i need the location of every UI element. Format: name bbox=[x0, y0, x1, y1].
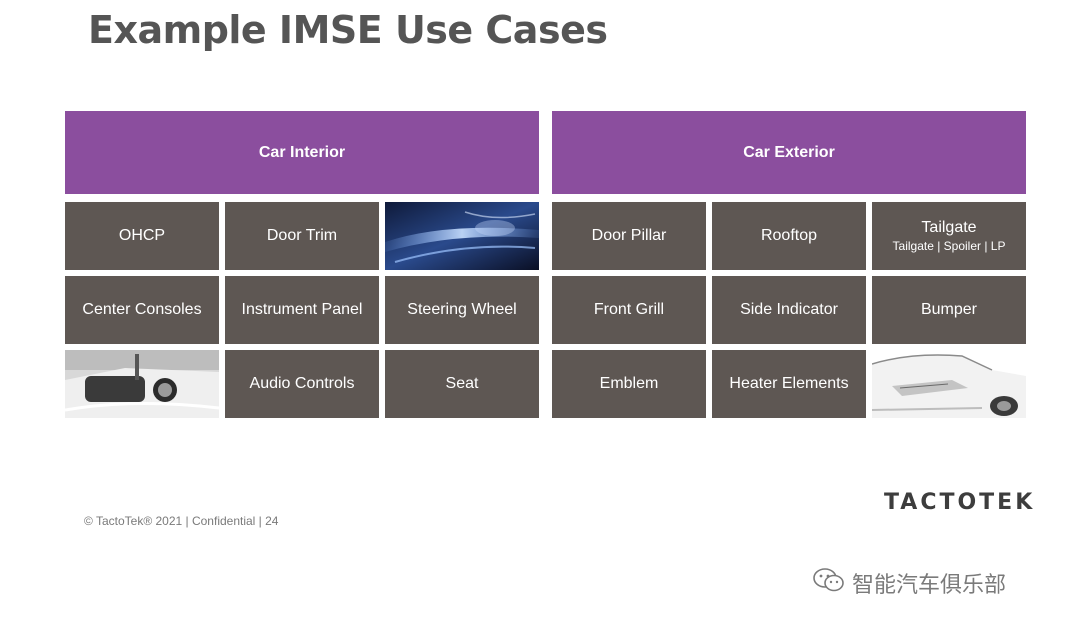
cell-heater-elements: Heater Elements bbox=[712, 350, 866, 418]
header-car-exterior: Car Exterior bbox=[552, 111, 1026, 194]
cell-tailgate: Tailgate Tailgate | Spoiler | LP bbox=[872, 202, 1026, 270]
cell-bumper: Bumper bbox=[872, 276, 1026, 344]
page-title: Example IMSE Use Cases bbox=[88, 8, 608, 52]
cell-front-grill: Front Grill bbox=[552, 276, 706, 344]
watermark: 智能汽车俱乐部 bbox=[812, 566, 1006, 600]
car-front-image bbox=[872, 350, 1026, 418]
cell-rooftop: Rooftop bbox=[712, 202, 866, 270]
cell-door-trim: Door Trim bbox=[225, 202, 379, 270]
wechat-icon bbox=[812, 566, 846, 600]
footer-copyright: © TactoTek® 2021 | Confidential | 24 bbox=[84, 514, 279, 528]
center-console-image bbox=[65, 350, 219, 418]
tailgate-subtitle: Tailgate | Spoiler | LP bbox=[892, 239, 1006, 254]
interior-dashboard-image bbox=[385, 202, 539, 270]
cell-audio-controls: Audio Controls bbox=[225, 350, 379, 418]
watermark-text: 智能汽车俱乐部 bbox=[852, 573, 1007, 598]
cell-seat: Seat bbox=[385, 350, 539, 418]
cell-emblem: Emblem bbox=[552, 350, 706, 418]
cell-instrument-panel: Instrument Panel bbox=[225, 276, 379, 344]
cell-steering-wheel: Steering Wheel bbox=[385, 276, 539, 344]
header-car-interior: Car Interior bbox=[65, 111, 539, 194]
cell-side-indicator: Side Indicator bbox=[712, 276, 866, 344]
cell-door-pillar: Door Pillar bbox=[552, 202, 706, 270]
tailgate-title: Tailgate bbox=[921, 219, 977, 236]
tactotek-logo: TACTOTEK bbox=[884, 490, 1036, 515]
cell-center-consoles: Center Consoles bbox=[65, 276, 219, 344]
cell-ohcp: OHCP bbox=[65, 202, 219, 270]
